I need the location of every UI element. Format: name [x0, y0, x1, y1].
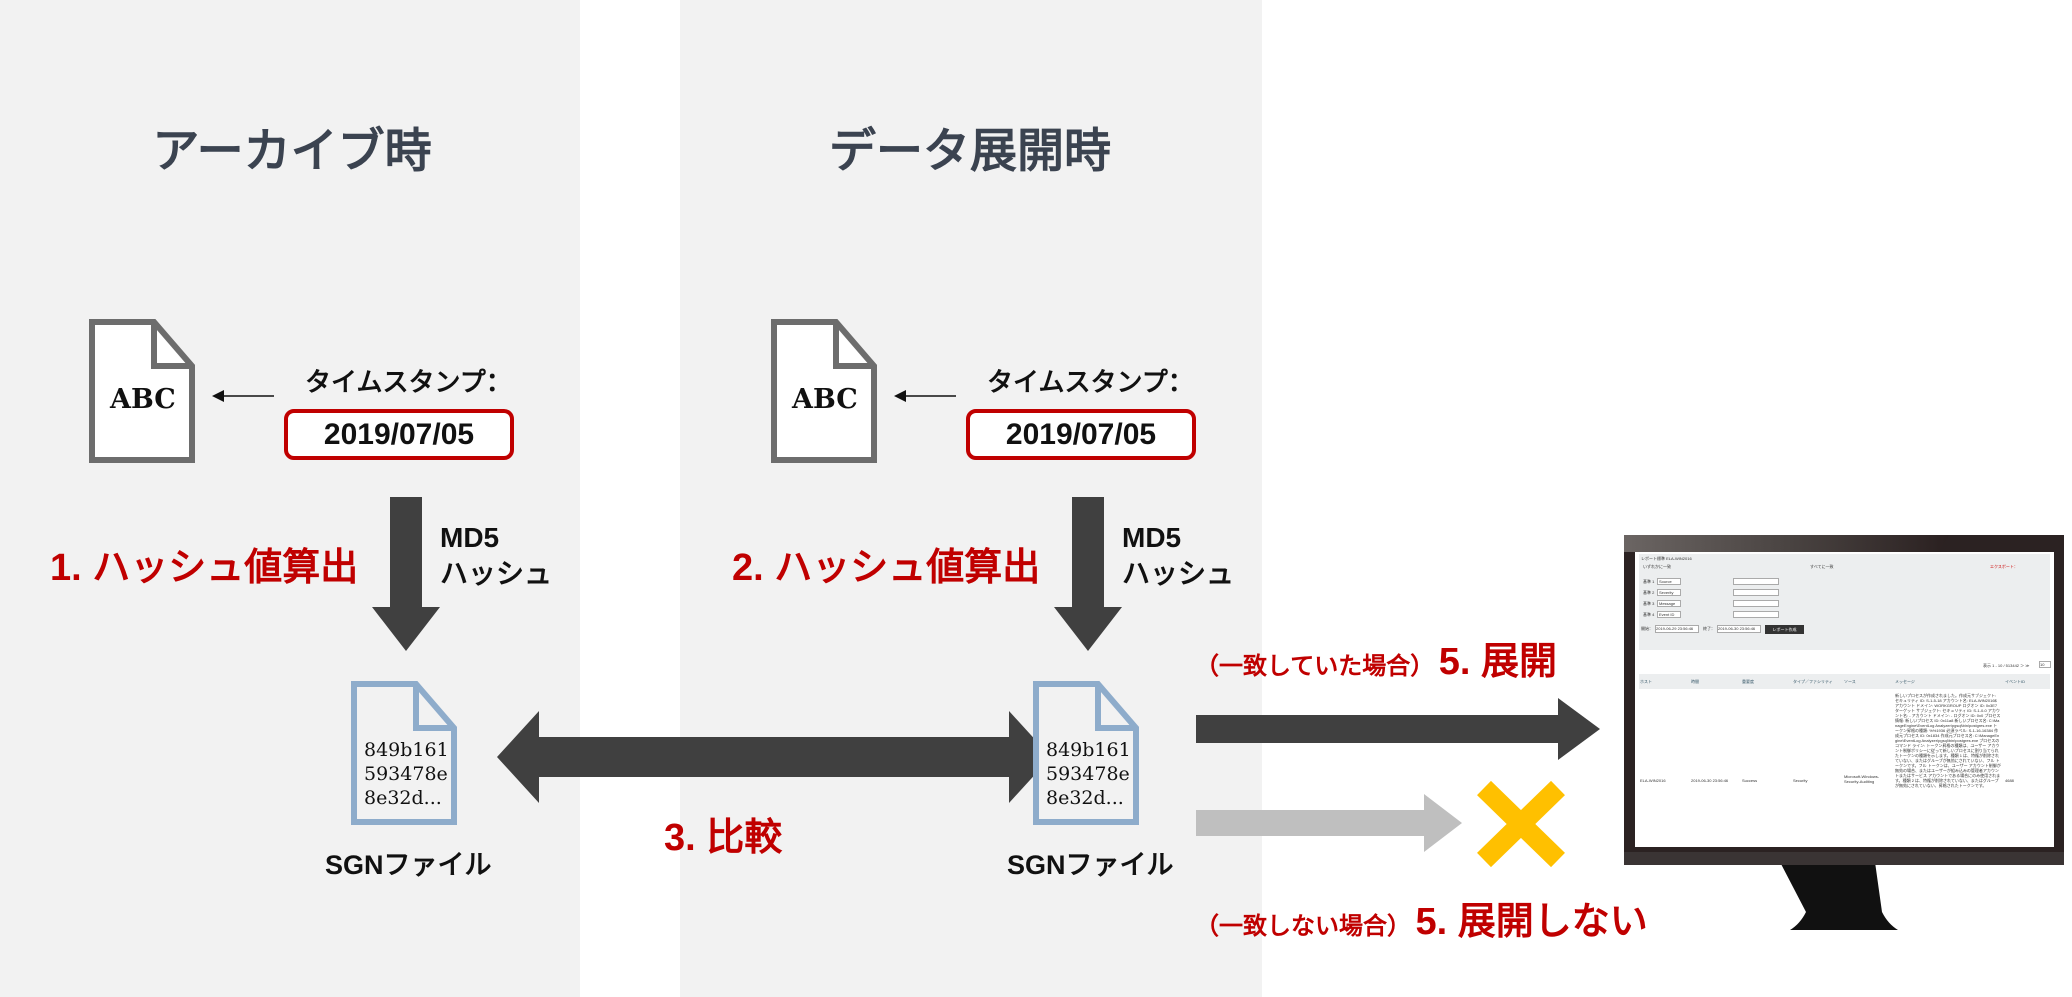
criteria-4-label: 基準 4: [1643, 612, 1655, 617]
timestamp-value: 2019/07/05: [966, 409, 1196, 460]
hash-line: 8e32d...: [364, 787, 442, 809]
extract-arrow-icon: [1196, 698, 1600, 760]
cell-source: Microsoft-Windows-Security-Auditing: [1844, 774, 1880, 784]
sgn-file-label: SGNファイル: [325, 850, 492, 880]
md5-label: MD5 ハッシュ: [1122, 520, 1234, 592]
cell-severity: Success: [1742, 778, 1758, 783]
hash-line: 849b161: [364, 739, 449, 761]
timestamp-value: 2019/07/05: [284, 409, 514, 460]
archive-title: アーカイブ時: [152, 124, 432, 177]
criteria-3-input[interactable]: [1733, 600, 1779, 607]
hash-text: ハッシュ: [1122, 558, 1235, 589]
timestamp-label: タイムスタンプ：: [987, 367, 1194, 397]
step-1-label: 1. ハッシュ値算出: [50, 547, 359, 589]
arrow-left-icon: [894, 390, 956, 402]
down-arrow-icon: [1054, 497, 1122, 651]
cell-message: 新しいプロセスが作成されました。作成元サブジェクト: セキュリティ ID: S-…: [1895, 693, 2001, 788]
no-extract-arrow-icon: [1196, 794, 1462, 852]
extract-panel: [680, 0, 1262, 997]
document-text: ABC: [792, 384, 858, 415]
hash-value: 849b161 593478e 8e32d...: [364, 738, 449, 810]
criteria-2-label: 基準 2: [1643, 590, 1655, 595]
end-label: 終了：: [1703, 626, 1715, 631]
monitor-screen: レポート標準 ELA-WIN2016 いずれかに一致 すべてに一致 エクスポート…: [1635, 552, 2054, 847]
hash-line: 593478e: [364, 763, 448, 785]
match-condition: （一致していた場合）: [1195, 653, 1435, 680]
md5-label: MD5 ハッシュ: [440, 520, 552, 592]
criteria-3-label: 基準 3: [1643, 601, 1655, 606]
step-3-label: 3. 比較: [664, 817, 783, 859]
hash-line: 8e32d...: [1046, 787, 1124, 809]
criteria-4-select[interactable]: Event ID: [1657, 611, 1681, 618]
extract-title: データ展開時: [829, 124, 1111, 177]
hash-line: 849b161: [1046, 739, 1131, 761]
col-host: ホスト: [1640, 679, 1652, 684]
paging[interactable]: 表示 1 - 10 / 513442 ＞ ≫: [1983, 663, 2030, 668]
hash-value: 849b161 593478e 8e32d...: [1046, 738, 1131, 810]
sgn-file-icon: [1033, 681, 1139, 825]
nomatch-condition: （一致しない場合）: [1195, 913, 1411, 940]
nomatch-result: 5. 展開しない: [1415, 901, 1648, 943]
col-message: メッセージ: [1895, 679, 1915, 684]
cross-icon: [1477, 780, 1565, 868]
cell-type: Security: [1793, 778, 1808, 783]
criteria-3-select[interactable]: Message: [1657, 600, 1681, 607]
col-source: ソース: [1844, 679, 1856, 684]
page-size-select[interactable]: 10: [2039, 661, 2051, 668]
criteria-2-select[interactable]: Severity: [1657, 589, 1681, 596]
radio-all[interactable]: すべてに一致: [1810, 564, 1834, 569]
radio-any[interactable]: いずれかに一致: [1643, 564, 1671, 569]
report-title: レポート標準 ELA-WIN2016: [1641, 556, 1692, 561]
create-report-button[interactable]: レポート作成: [1765, 625, 1804, 634]
arrow-left-icon: [212, 390, 274, 402]
export-label[interactable]: エクスポート：: [1990, 564, 2018, 569]
md5-text: MD5: [1122, 522, 1182, 553]
col-time: 時間: [1691, 679, 1699, 684]
end-date[interactable]: 2019-06-30 23:56:46: [1717, 625, 1761, 633]
match-label: （一致していた場合） 5. 展開: [1195, 630, 1557, 685]
cell-time: 2019-06-30 23:56:46: [1691, 778, 1729, 783]
start-label: 開始：: [1641, 626, 1653, 631]
cell-event-id: 4688: [2005, 778, 2014, 783]
compare-double-arrow-icon: [497, 711, 1051, 803]
md5-text: MD5: [440, 522, 500, 553]
criteria-4-input[interactable]: [1733, 611, 1779, 618]
hash-text: ハッシュ: [440, 558, 553, 589]
document-icon: [771, 319, 877, 463]
archive-panel: [0, 0, 580, 997]
criteria-2-input[interactable]: [1733, 589, 1779, 596]
document-icon: [89, 319, 195, 463]
nomatch-label: （一致しない場合） 5. 展開しない: [1195, 890, 1648, 945]
col-event-id: イベントID: [2005, 679, 2025, 684]
criteria-1-input[interactable]: [1733, 578, 1779, 585]
cell-host: ELA-WIN2016: [1640, 778, 1666, 783]
document-text: ABC: [110, 384, 176, 415]
start-date[interactable]: 2019-06-29 23:56:46: [1655, 625, 1699, 633]
col-severity: 重要度: [1742, 679, 1754, 684]
criteria-1-select[interactable]: Source: [1657, 578, 1681, 585]
col-type: タイプ／ファシリティ: [1793, 679, 1833, 684]
criteria-1-label: 基準 1: [1643, 579, 1655, 584]
timestamp-label: タイムスタンプ：: [305, 367, 512, 397]
step-2-label: 2. ハッシュ値算出: [732, 547, 1041, 589]
sgn-file-icon: [351, 681, 457, 825]
hash-line: 593478e: [1046, 763, 1130, 785]
match-result: 5. 展開: [1438, 641, 1557, 683]
sgn-file-label: SGNファイル: [1007, 850, 1174, 880]
down-arrow-icon: [372, 497, 440, 651]
